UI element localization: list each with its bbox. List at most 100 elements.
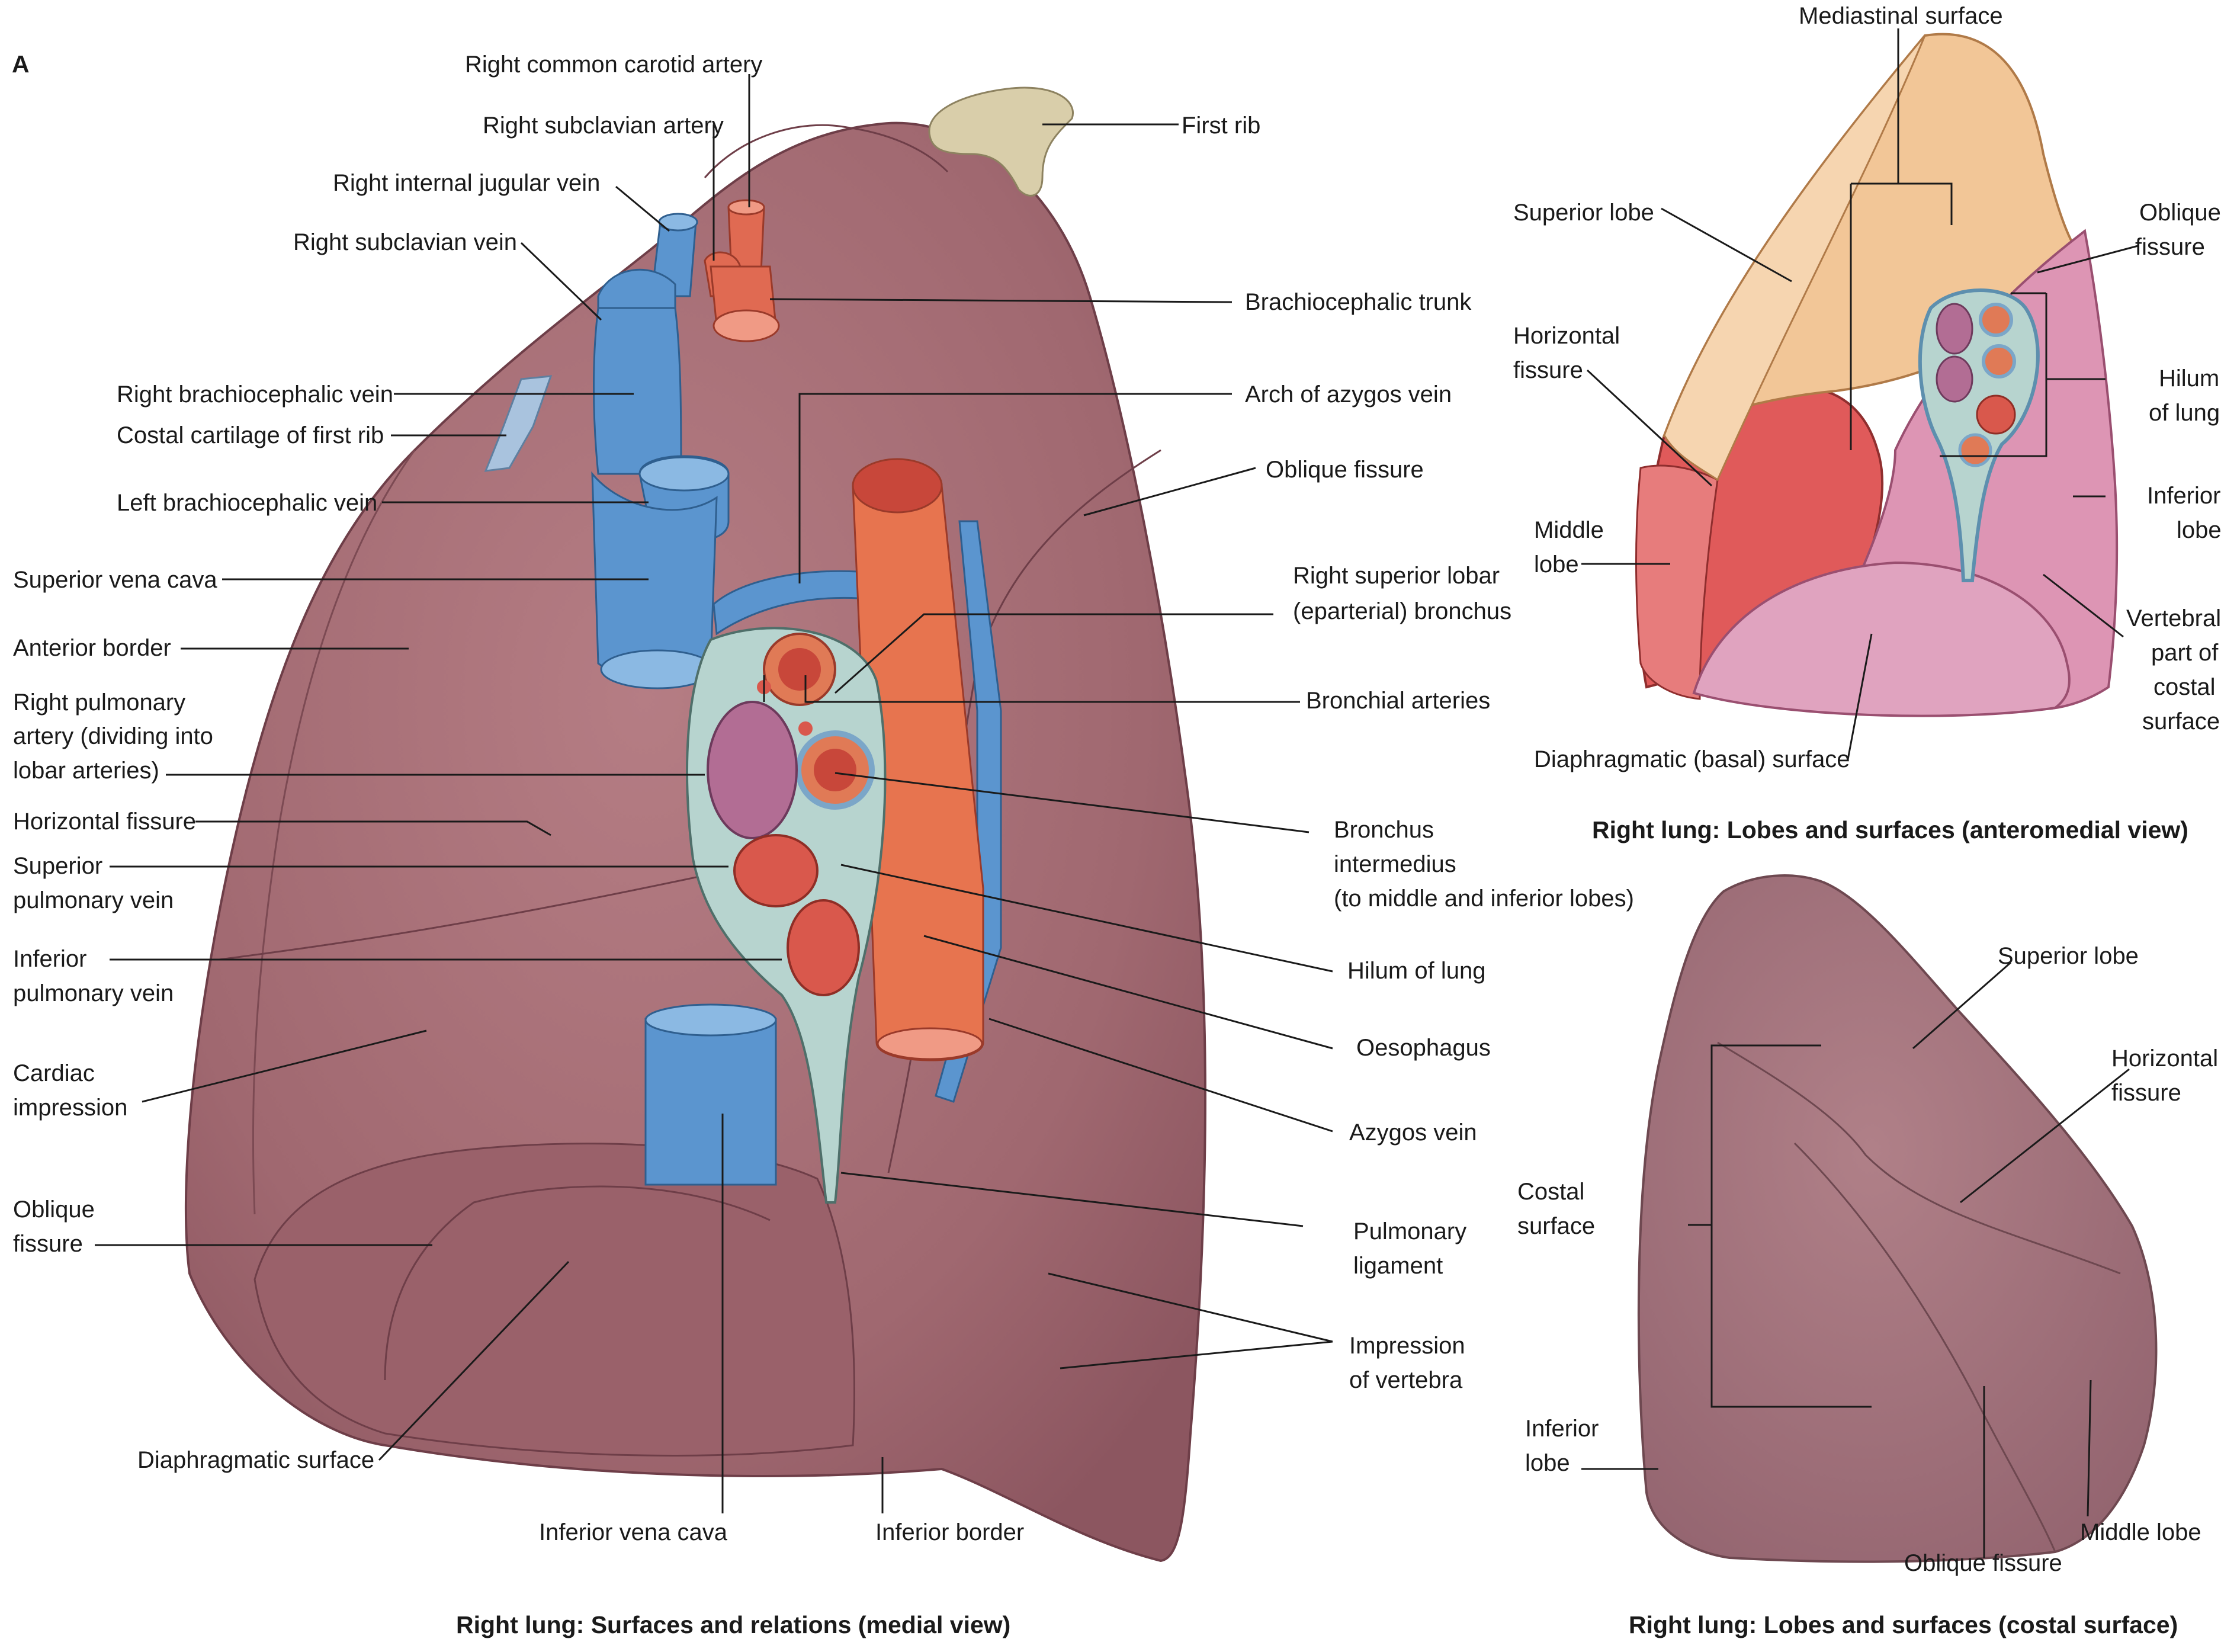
- medial-view-panel: A: [12, 50, 1634, 1638]
- label-right-pulmonary-artery-2: artery (dividing into: [13, 723, 213, 749]
- am-label-oblique-fissure-2: fissure: [2135, 234, 2205, 260]
- costal-view-panel: Superior lobe Horizontal fissure Costal …: [1517, 874, 2218, 1638]
- label-pulmonary-ligament-1: Pulmonary: [1353, 1218, 1466, 1244]
- am-label-vertebral-part-4: surface: [2142, 708, 2220, 734]
- label-right-pulmonary-artery-3: lobar arteries): [13, 758, 159, 784]
- am-superior-lobe-front: [1663, 35, 1926, 482]
- costal-cartilage: [484, 375, 553, 472]
- label-bronchial-arteries: Bronchial arteries: [1306, 688, 1490, 714]
- costal-label-inferior-lobe-2: lobe: [1525, 1450, 1570, 1476]
- first-rib: [928, 86, 1074, 197]
- label-superior-vena-cava: Superior vena cava: [13, 567, 217, 593]
- label-oblique-fissure-top: Oblique fissure: [1266, 457, 1424, 483]
- label-inferior-border: Inferior border: [875, 1519, 1024, 1545]
- costal-leader-lines: [1581, 961, 2130, 1558]
- caption-medial-view: Right lung: Surfaces and relations (medi…: [456, 1611, 1010, 1638]
- label-impression-of-vertebra-2: of vertebra: [1349, 1367, 1463, 1393]
- label-arch-of-azygos-vein: Arch of azygos vein: [1245, 381, 1452, 408]
- medial-leader-lines: [95, 74, 1333, 1513]
- label-inferior-pulmonary-vein-1: Inferior: [13, 946, 87, 972]
- label-right-internal-jugular-vein: Right internal jugular vein: [333, 170, 600, 196]
- costal-label-horizontal-fissure-2: fissure: [2111, 1080, 2181, 1106]
- label-hilum-of-lung: Hilum of lung: [1347, 958, 1485, 984]
- label-right-brachiocephalic-vein: Right brachiocephalic vein: [117, 381, 393, 408]
- inferior-vena-cava-top: [644, 1003, 777, 1037]
- label-brachiocephalic-trunk: Brachiocephalic trunk: [1245, 289, 1472, 315]
- label-bronchus-intermedius-2: intermedius: [1334, 851, 1456, 877]
- am-label-diaphragmatic-basal-surface: Diaphragmatic (basal) surface: [1534, 746, 1850, 772]
- label-pulmonary-ligament-2: ligament: [1353, 1253, 1443, 1279]
- oesophagus-opening: [852, 458, 943, 514]
- costal-label-inferior-lobe-1: Inferior: [1525, 1416, 1599, 1442]
- label-azygos-vein: Azygos vein: [1349, 1119, 1477, 1146]
- am-label-horizontal-fissure-1: Horizontal: [1513, 323, 1620, 349]
- medial-diaphragmatic-surface: [253, 1143, 855, 1457]
- label-horizontal-fissure: Horizontal fissure: [13, 809, 196, 835]
- anteromedial-view-panel: Mediastinal surface Superior lobe Obliqu…: [1513, 3, 2221, 843]
- right-brachiocephalic-vein: [593, 307, 682, 475]
- am-diaphragmatic-surface: [1692, 561, 2071, 717]
- am-label-horizontal-fissure-2: fissure: [1513, 357, 1583, 383]
- azygos-vein: [935, 520, 1002, 1103]
- left-brachiocephalic-vein-top: [638, 456, 730, 492]
- costal-label-horizontal-fissure-1: Horizontal: [2111, 1045, 2218, 1072]
- panel-letter: A: [12, 50, 30, 78]
- am-leader-lines: [1581, 28, 2139, 760]
- label-right-common-carotid-artery: Right common carotid artery: [465, 52, 762, 78]
- costal-horizontal-fissure-line: [1717, 1041, 2121, 1275]
- medial-anterior-border-line: [252, 450, 416, 1215]
- brachiocephalic-trunk-opening: [712, 309, 780, 342]
- am-hilum-vessels: [1936, 303, 2016, 467]
- label-inferior-pulmonary-vein-2: pulmonary vein: [13, 980, 174, 1006]
- medial-diaphragmatic-inner: [384, 1185, 771, 1381]
- label-right-pulmonary-artery-1: Right pulmonary: [13, 689, 185, 716]
- am-label-middle-lobe-1: Middle: [1534, 517, 1604, 543]
- label-right-superior-lobar-bronchus-1: Right superior lobar: [1293, 563, 1500, 589]
- label-first-rib: First rib: [1182, 113, 1260, 139]
- am-label-oblique-fissure-1: Oblique: [2139, 200, 2221, 226]
- am-label-inferior-lobe-2: lobe: [2177, 517, 2221, 543]
- label-anterior-border: Anterior border: [13, 635, 171, 661]
- am-label-vertebral-part-3: costal: [2153, 674, 2216, 700]
- costal-label-costal-surface-1: Costal: [1517, 1179, 1584, 1205]
- costal-label-superior-lobe: Superior lobe: [1998, 943, 2139, 969]
- label-inferior-vena-cava: Inferior vena cava: [539, 1519, 728, 1545]
- medial-horizontal-fissure-line: [219, 875, 699, 961]
- label-oblique-fissure-bottom-2: fissure: [13, 1231, 83, 1257]
- costal-lung-body: [1637, 874, 2158, 1563]
- label-right-subclavian-artery: Right subclavian artery: [483, 113, 724, 139]
- am-label-inferior-lobe-1: Inferior: [2147, 483, 2221, 509]
- medial-hilum-vessels: [707, 633, 875, 996]
- label-superior-pulmonary-vein-2: pulmonary vein: [13, 887, 174, 913]
- label-impression-of-vertebra-1: Impression: [1349, 1333, 1465, 1359]
- oesophagus-lower-opening: [877, 1027, 983, 1060]
- label-cardiac-impression-1: Cardiac: [13, 1060, 95, 1086]
- am-label-mediastinal-surface: Mediastinal surface: [1799, 3, 2003, 29]
- label-bronchus-intermedius-3: (to middle and inferior lobes): [1334, 886, 1634, 912]
- medial-lung-apex: [704, 124, 949, 178]
- label-costal-cartilage: Costal cartilage of first rib: [117, 422, 384, 448]
- costal-label-middle-lobe: Middle lobe: [2080, 1519, 2201, 1545]
- am-middle-lobe-front: [1635, 464, 1719, 700]
- caption-costal-view: Right lung: Lobes and surfaces (costal s…: [1629, 1611, 2178, 1638]
- costal-oblique-fissure-line: [1793, 1142, 2056, 1552]
- am-label-superior-lobe: Superior lobe: [1513, 200, 1654, 226]
- label-superior-pulmonary-vein-1: Superior: [13, 853, 102, 879]
- costal-label-oblique-fissure: Oblique fissure: [1904, 1550, 2062, 1576]
- inferior-vena-cava: [644, 1018, 777, 1186]
- am-label-vertebral-part-2: part of: [2151, 640, 2219, 666]
- label-left-brachiocephalic-vein: Left brachiocephalic vein: [117, 490, 377, 516]
- am-label-hilum-of-lung-2: of lung: [2149, 400, 2220, 426]
- label-oesophagus: Oesophagus: [1356, 1035, 1491, 1061]
- label-diaphragmatic-surface: Diaphragmatic surface: [137, 1447, 374, 1473]
- costal-label-costal-surface-2: surface: [1517, 1213, 1595, 1239]
- label-bronchus-intermedius-1: Bronchus: [1334, 817, 1434, 843]
- label-right-subclavian-vein: Right subclavian vein: [293, 229, 517, 255]
- am-label-hilum-of-lung-1: Hilum: [2159, 365, 2219, 392]
- am-label-vertebral-part-1: Vertebral: [2126, 605, 2221, 631]
- label-cardiac-impression-2: impression: [13, 1095, 127, 1121]
- right-common-carotid-artery-top: [727, 199, 765, 216]
- am-label-middle-lobe-2: lobe: [1534, 551, 1579, 578]
- label-right-superior-lobar-bronchus-2: (eparterial) bronchus: [1293, 598, 1511, 624]
